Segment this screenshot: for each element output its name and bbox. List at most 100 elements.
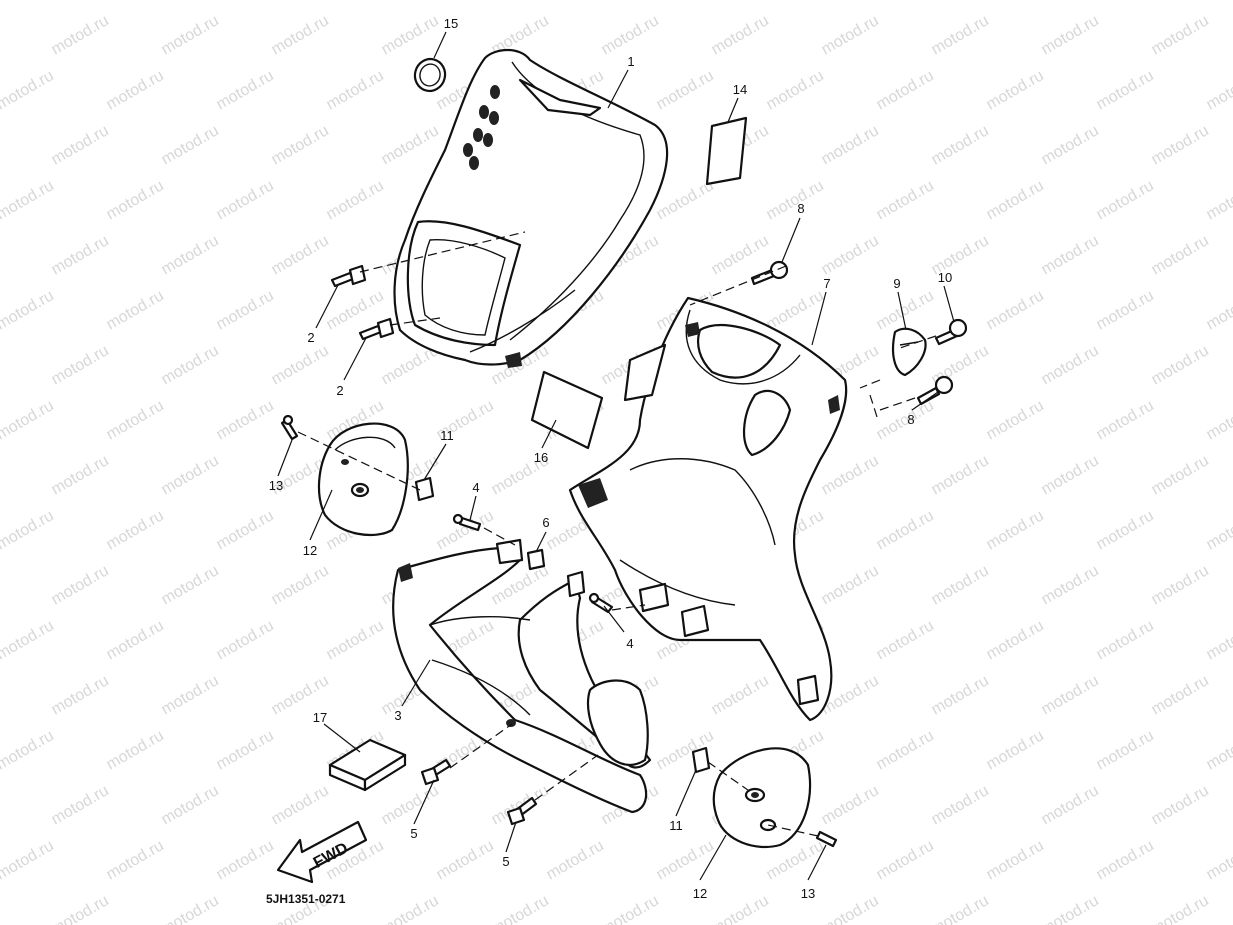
watermark-text: motod.ru bbox=[709, 12, 772, 58]
callout-1: 1 bbox=[627, 54, 634, 69]
watermark-text: motod.ru bbox=[214, 507, 277, 553]
watermark-text: motod.ru bbox=[0, 122, 2, 168]
watermark-text: motod.ru bbox=[434, 0, 497, 3]
part-10-bolt[interactable] bbox=[934, 318, 968, 346]
watermark-text: motod.ru bbox=[104, 67, 167, 113]
part-12-side-cover-left[interactable] bbox=[317, 422, 409, 537]
watermark-text: motod.ru bbox=[1149, 342, 1212, 388]
watermark-text: motod.ru bbox=[764, 177, 827, 223]
watermark-text: motod.ru bbox=[0, 892, 2, 925]
watermark-text: motod.ru bbox=[1039, 452, 1102, 498]
watermark-text: motod.ru bbox=[0, 672, 2, 718]
watermark-text: motod.ru bbox=[159, 672, 222, 718]
watermark-text: motod.ru bbox=[159, 782, 222, 828]
watermark-text: motod.ru bbox=[324, 177, 387, 223]
watermark-text: motod.ru bbox=[1039, 12, 1102, 58]
watermark-text: motod.ru bbox=[874, 727, 937, 773]
watermark-text: motod.ru bbox=[1149, 562, 1212, 608]
watermark-text: motod.ru bbox=[874, 397, 937, 443]
watermark-text: motod.ru bbox=[214, 397, 277, 443]
watermark-text: motod.ru bbox=[269, 342, 332, 388]
watermark-text: motod.ru bbox=[0, 727, 57, 773]
part-1-front-cover[interactable] bbox=[393, 48, 669, 368]
part-6-clip[interactable] bbox=[526, 548, 546, 571]
watermark-text: motod.ru bbox=[104, 397, 167, 443]
callout-leader-lines bbox=[277, 31, 955, 881]
watermark-text: motod.ru bbox=[984, 617, 1047, 663]
watermark-text: motod.ru bbox=[214, 287, 277, 333]
part-14-label[interactable] bbox=[705, 116, 748, 186]
part-17-pad[interactable] bbox=[328, 738, 407, 792]
watermark-text: motod.ru bbox=[1039, 342, 1102, 388]
part-15-ring[interactable] bbox=[411, 56, 448, 95]
watermark-text: motod.ru bbox=[0, 0, 57, 3]
watermark-text: motod.ru bbox=[1094, 177, 1157, 223]
watermark-text: motod.ru bbox=[1204, 617, 1233, 663]
watermark-text: motod.ru bbox=[599, 892, 662, 925]
watermark-text: motod.ru bbox=[874, 0, 937, 3]
watermark-text: motod.ru bbox=[1039, 562, 1102, 608]
watermark-text: motod.ru bbox=[324, 617, 387, 663]
watermark-text: motod.ru bbox=[1149, 892, 1212, 925]
callout-3: 3 bbox=[394, 708, 401, 723]
part-7-leg-shield[interactable] bbox=[568, 296, 848, 722]
watermark-text: motod.ru bbox=[49, 232, 112, 278]
watermark-text: motod.ru bbox=[49, 452, 112, 498]
callout-9: 9 bbox=[893, 276, 900, 291]
watermark-text: motod.ru bbox=[1149, 232, 1212, 278]
watermark-text: motod.ru bbox=[159, 232, 222, 278]
watermark-text: motod.ru bbox=[984, 727, 1047, 773]
watermark-text: motod.ru bbox=[929, 562, 992, 608]
part-2-screw-lower[interactable] bbox=[358, 317, 395, 341]
watermark-text: motod.ru bbox=[214, 617, 277, 663]
watermark-text: motod.ru bbox=[0, 177, 57, 223]
callout-numbers: 15 1 14 2 2 8 7 9 10 8 11 13 12 16 4 6 4… bbox=[269, 16, 952, 901]
watermark-text: motod.ru bbox=[0, 507, 57, 553]
part-2-screw-upper[interactable] bbox=[330, 264, 367, 288]
watermark-text: motod.ru bbox=[49, 122, 112, 168]
watermark-text: motod.ru bbox=[1204, 507, 1233, 553]
watermark-text: motod.ru bbox=[819, 232, 882, 278]
watermark-text: motod.ru bbox=[49, 562, 112, 608]
watermark-text: motod.ru bbox=[984, 0, 1047, 3]
watermark-text: motod.ru bbox=[929, 782, 992, 828]
watermark-text: motod.ru bbox=[1204, 0, 1233, 3]
watermark-text: motod.ru bbox=[104, 727, 167, 773]
watermark-text: motod.ru bbox=[874, 617, 937, 663]
callout-8-right: 8 bbox=[907, 412, 914, 427]
part-11-nut-left[interactable] bbox=[414, 476, 435, 502]
watermark-text: motod.ru bbox=[49, 12, 112, 58]
part-13-screw-left[interactable] bbox=[280, 414, 299, 441]
callout-15: 15 bbox=[444, 16, 458, 31]
part-4-screw-upper[interactable] bbox=[452, 513, 482, 532]
fwd-arrow: FWD bbox=[276, 820, 368, 884]
callout-4-lower: 4 bbox=[626, 636, 633, 651]
callout-12-left: 12 bbox=[303, 543, 317, 558]
watermark-text: motod.ru bbox=[1204, 397, 1233, 443]
watermark-text: motod.ru bbox=[49, 782, 112, 828]
callout-7: 7 bbox=[823, 276, 830, 291]
watermark-text: motod.ru bbox=[819, 12, 882, 58]
watermark-text: motod.ru bbox=[214, 177, 277, 223]
part-11-nut-right[interactable] bbox=[691, 746, 711, 774]
watermark-text: motod.ru bbox=[324, 67, 387, 113]
part-5-screw-right[interactable] bbox=[506, 796, 538, 826]
part-9-bracket[interactable] bbox=[891, 327, 927, 377]
watermark-text: motod.ru bbox=[104, 617, 167, 663]
part-8-bolt-right[interactable] bbox=[916, 375, 954, 406]
watermark-text: motod.ru bbox=[709, 232, 772, 278]
watermark-text: motod.ru bbox=[874, 67, 937, 113]
watermark-text: motod.ru bbox=[0, 562, 2, 608]
callout-4-upper: 4 bbox=[472, 480, 479, 495]
watermark-text: motod.ru bbox=[1149, 122, 1212, 168]
callout-8-top: 8 bbox=[797, 201, 804, 216]
part-16-label[interactable] bbox=[530, 370, 604, 450]
part-12-side-cover-right[interactable] bbox=[712, 747, 812, 849]
part-3-lower-cover[interactable] bbox=[392, 538, 652, 814]
watermark-text: motod.ru bbox=[1039, 122, 1102, 168]
watermark-text: motod.ru bbox=[929, 452, 992, 498]
watermark-text: motod.ru bbox=[1149, 672, 1212, 718]
watermark-text: motod.ru bbox=[654, 837, 717, 883]
watermark-text: motod.ru bbox=[214, 67, 277, 113]
